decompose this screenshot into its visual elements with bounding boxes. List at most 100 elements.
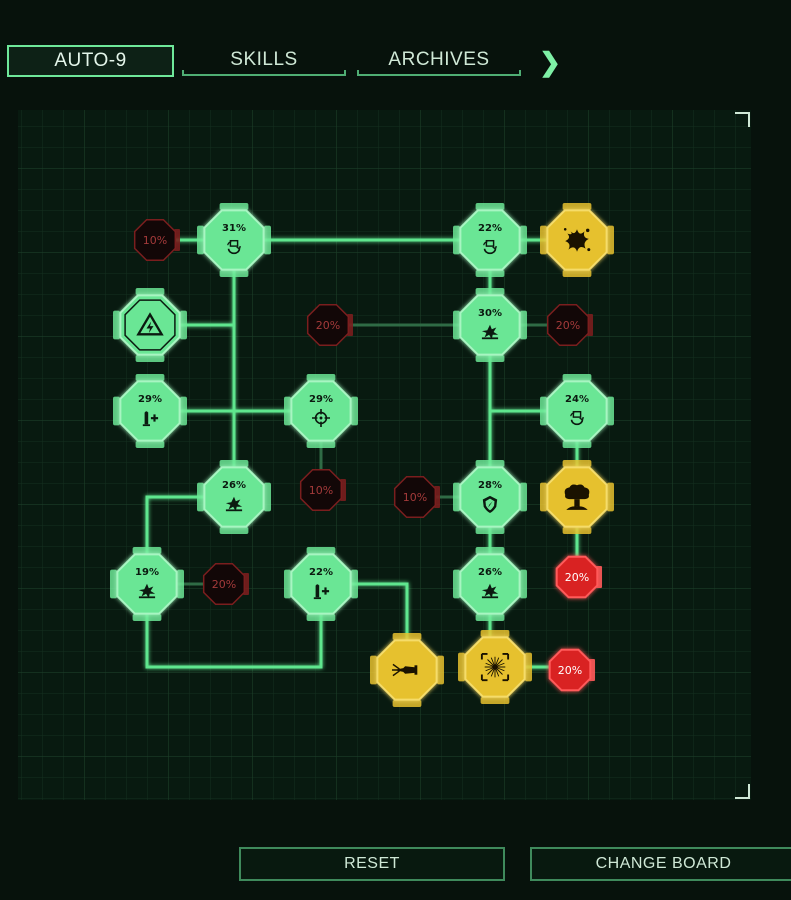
node-connector xyxy=(113,396,120,426)
node-connector xyxy=(370,655,377,685)
node-value: 20% xyxy=(565,571,589,584)
node-value: 20% xyxy=(316,319,340,332)
skill-node-n1[interactable]: 31% xyxy=(197,203,271,277)
chevron-right-icon[interactable]: ❯ xyxy=(539,46,561,77)
skill-node-n7[interactable]: 20% xyxy=(306,303,353,347)
skill-node-n21[interactable]: 20% xyxy=(555,555,602,599)
node-connector xyxy=(306,614,336,621)
node-connector xyxy=(520,225,527,255)
reset-label: RESET xyxy=(344,855,400,872)
node-connector xyxy=(480,697,510,704)
tab-label: AUTO-9 xyxy=(54,50,127,71)
node-connector xyxy=(607,396,614,426)
node-shape xyxy=(548,648,592,692)
reset-button[interactable]: RESET xyxy=(239,847,505,881)
node-connector xyxy=(284,396,291,426)
node-value: 19% xyxy=(135,567,159,578)
node-connector xyxy=(135,441,165,448)
skill-node-n18[interactable]: 20% xyxy=(202,562,249,606)
node-shape xyxy=(119,380,181,442)
skill-node-n9[interactable]: 29% xyxy=(113,374,187,448)
skill-node-n14[interactable]: 10% xyxy=(393,475,440,519)
skill-node-n12[interactable]: 10% xyxy=(299,468,346,512)
node-value: 24% xyxy=(565,394,589,405)
skill-node-n19[interactable]: 22% xyxy=(284,547,358,621)
skill-node-n24[interactable]: 20% xyxy=(548,648,595,692)
node-shape xyxy=(546,303,590,347)
node-shape xyxy=(393,475,437,519)
tab-label: ARCHIVES xyxy=(388,49,490,70)
node-connector xyxy=(475,203,505,210)
skill-node-n17[interactable]: 19% xyxy=(110,547,184,621)
skill-node-n6[interactable]: 30% xyxy=(453,288,527,362)
skill-node-n10[interactable]: 29% xyxy=(284,374,358,448)
skill-node-n13[interactable]: 26% xyxy=(197,460,271,534)
node-connector xyxy=(219,270,249,277)
node-value: 20% xyxy=(558,664,582,677)
tab-archives[interactable]: ARCHIVES xyxy=(357,46,521,76)
node-inner-ring xyxy=(124,299,176,351)
tab-skills[interactable]: SKILLS xyxy=(182,46,346,76)
node-connector xyxy=(458,652,465,682)
skill-node-n3[interactable]: 22% xyxy=(453,203,527,277)
node-connector xyxy=(180,396,187,426)
node-connector xyxy=(475,270,505,277)
node-value: 28% xyxy=(478,480,502,491)
node-connector xyxy=(475,355,505,362)
skill-node-n2[interactable]: 10% xyxy=(133,218,180,262)
node-shape xyxy=(202,562,246,606)
node-value: 30% xyxy=(478,308,502,319)
tab-auto-9[interactable]: AUTO-9 xyxy=(7,45,174,77)
node-connector xyxy=(475,288,505,295)
change-board-button[interactable]: CHANGE BOARD xyxy=(530,847,791,881)
node-connector xyxy=(607,482,614,512)
node-connector xyxy=(520,310,527,340)
node-connector xyxy=(562,441,592,448)
skill-node-n23[interactable] xyxy=(458,630,532,704)
node-connector xyxy=(197,482,204,512)
node-shape xyxy=(290,553,352,615)
node-connector xyxy=(284,569,291,599)
node-value: 20% xyxy=(212,578,236,591)
skill-node-n4[interactable] xyxy=(540,203,614,277)
node-value: 31% xyxy=(222,223,246,234)
node-connector xyxy=(264,225,271,255)
node-connector xyxy=(351,396,358,426)
skill-node-n22[interactable] xyxy=(370,633,444,707)
node-connector xyxy=(132,547,162,554)
node-shape xyxy=(555,555,599,599)
node-connector xyxy=(392,633,422,640)
node-value: 10% xyxy=(143,234,167,247)
skill-node-n11[interactable]: 24% xyxy=(540,374,614,448)
node-value: 10% xyxy=(403,491,427,504)
node-connector xyxy=(562,203,592,210)
node-value: 22% xyxy=(309,567,333,578)
node-connector xyxy=(540,225,547,255)
node-connector xyxy=(264,482,271,512)
skill-node-n5[interactable] xyxy=(113,288,187,362)
node-shape xyxy=(299,468,343,512)
node-connector xyxy=(540,396,547,426)
skill-node-n15[interactable]: 28% xyxy=(453,460,527,534)
node-connector xyxy=(453,225,460,255)
skill-node-n20[interactable]: 26% xyxy=(453,547,527,621)
node-connector xyxy=(562,527,592,534)
tab-label: SKILLS xyxy=(230,49,298,70)
node-connector xyxy=(197,225,204,255)
node-connector xyxy=(135,288,165,295)
node-shape xyxy=(306,303,350,347)
skill-node-n16[interactable] xyxy=(540,460,614,534)
node-connector xyxy=(113,310,120,340)
node-connector xyxy=(392,700,422,707)
node-connector xyxy=(562,460,592,467)
node-shape xyxy=(133,218,177,262)
node-connector xyxy=(520,569,527,599)
node-connector xyxy=(180,310,187,340)
skill-node-n8[interactable]: 20% xyxy=(546,303,593,347)
node-connector xyxy=(453,310,460,340)
corner-bracket-bottom-right xyxy=(735,784,750,799)
node-connector xyxy=(475,527,505,534)
node-connector xyxy=(437,655,444,685)
node-connector xyxy=(135,355,165,362)
node-connector xyxy=(453,482,460,512)
